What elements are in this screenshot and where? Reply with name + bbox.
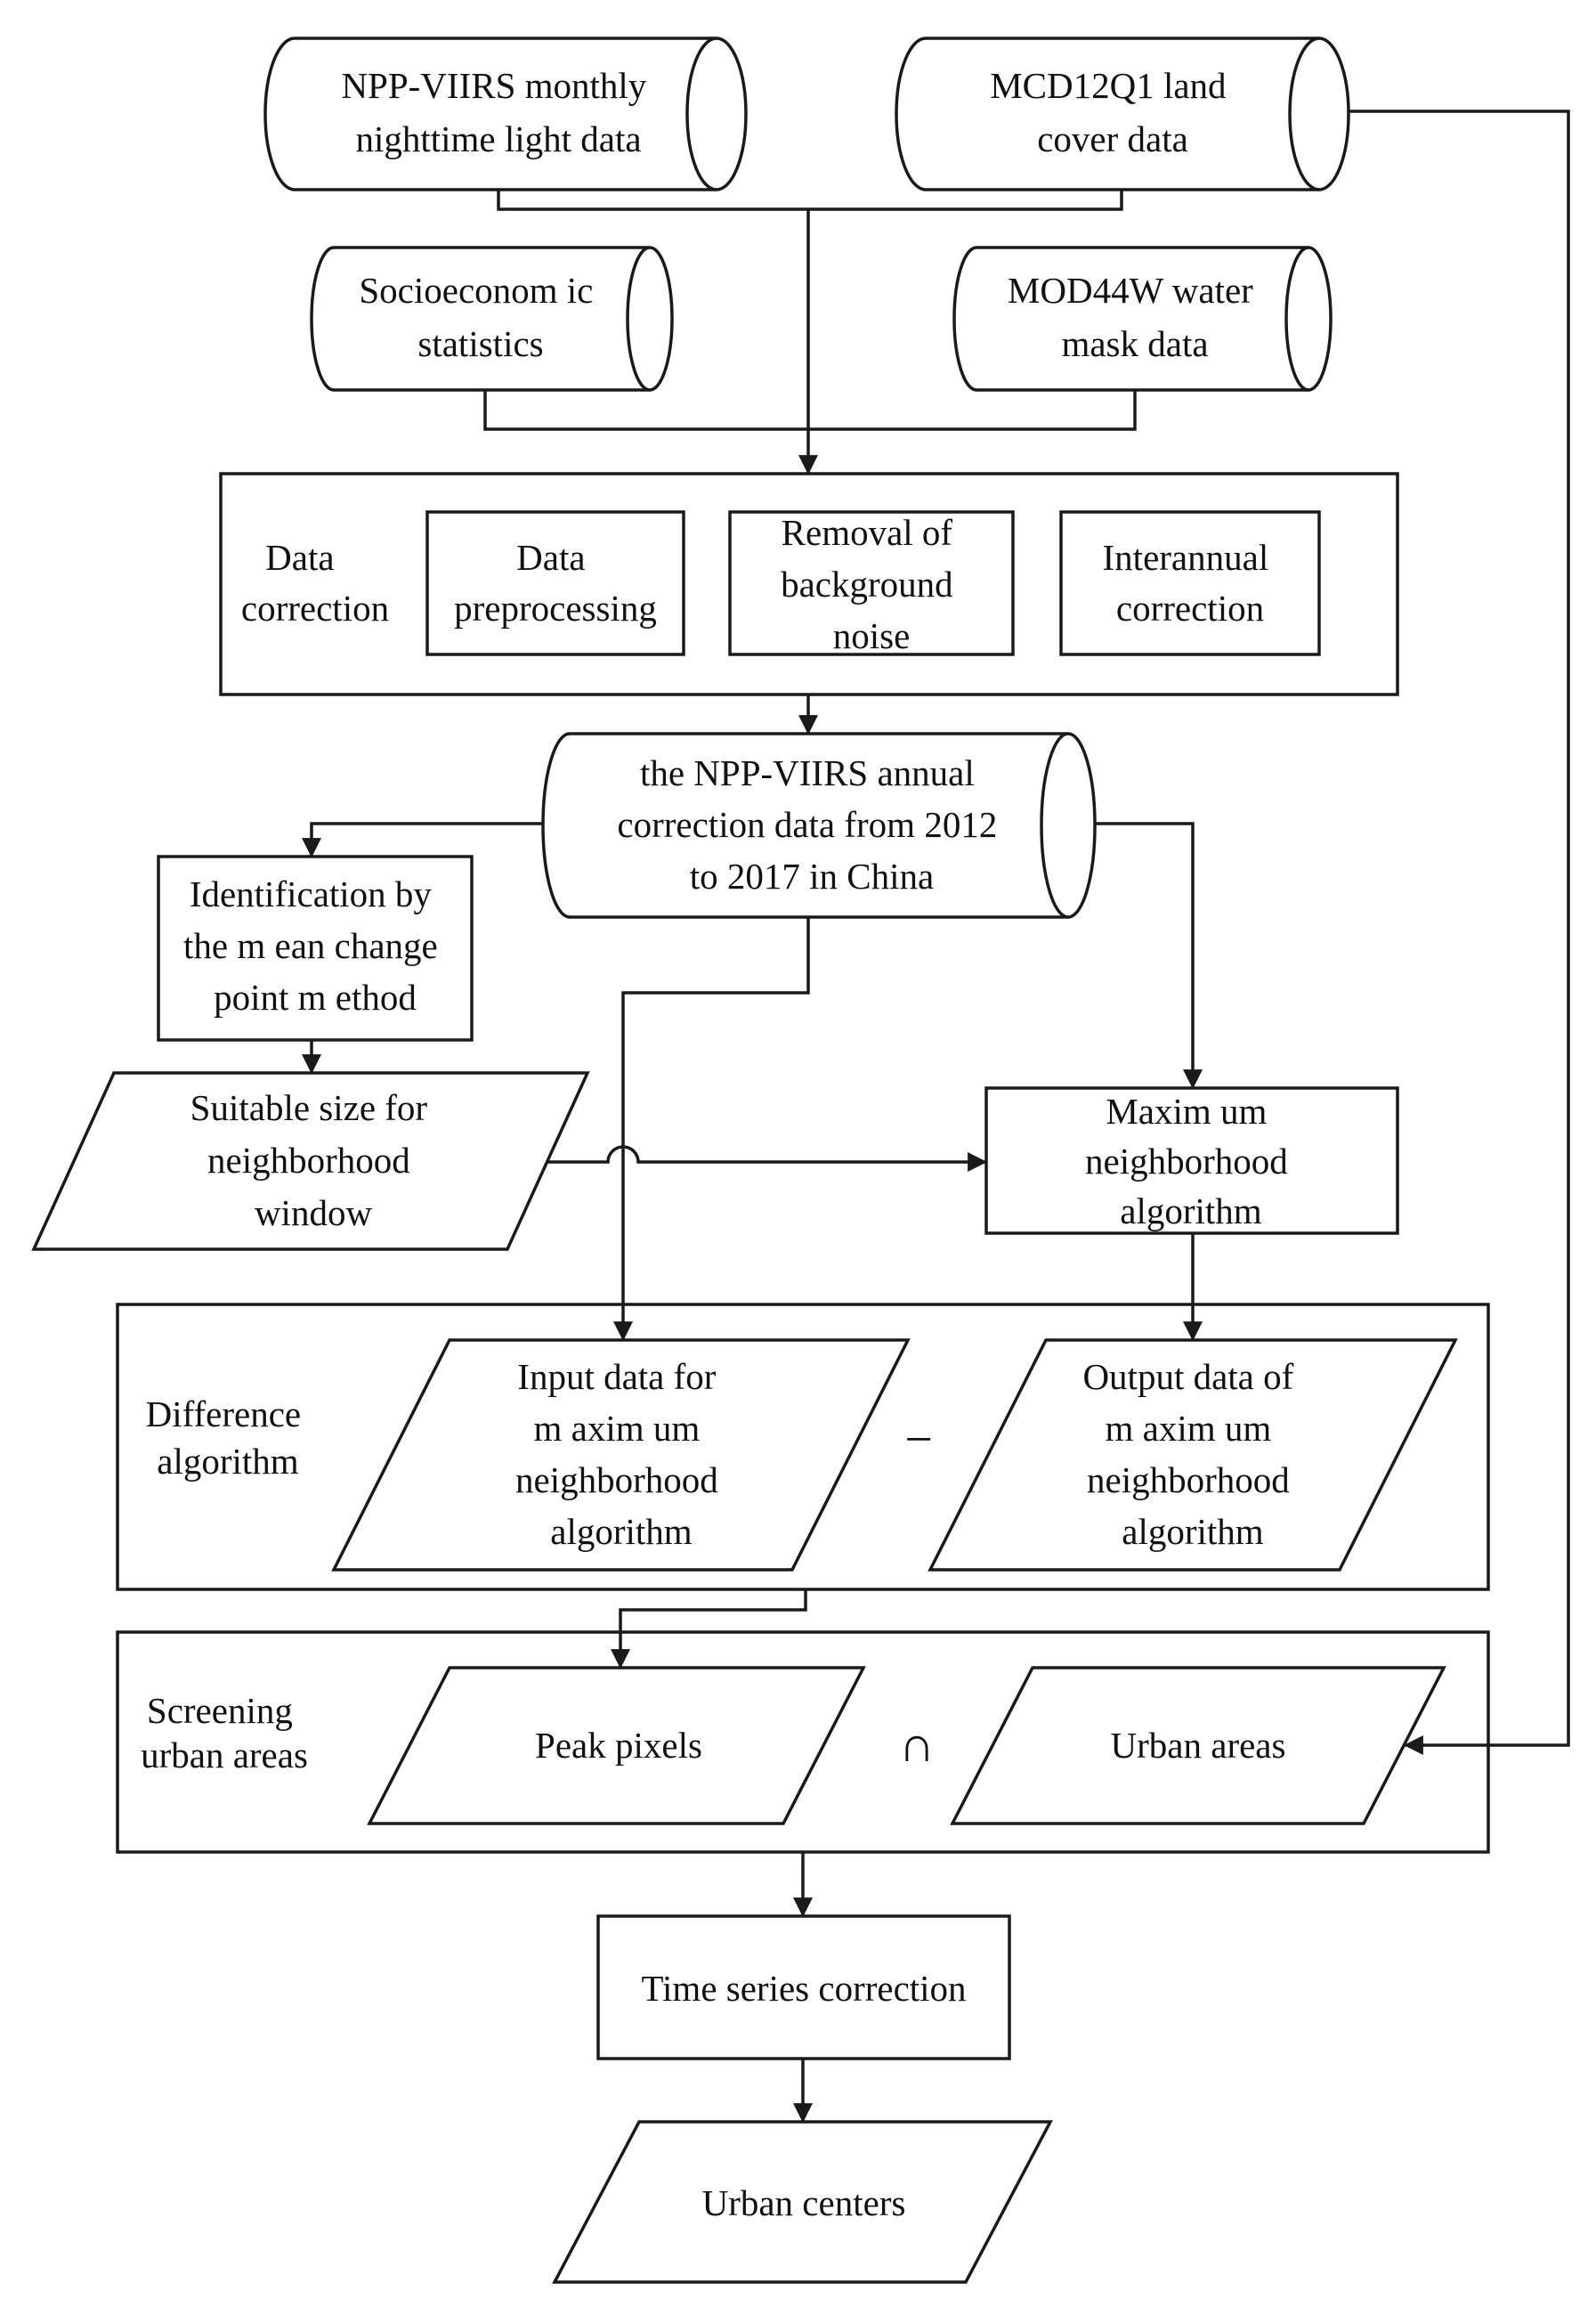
npp-viirs-monthly-label: NPP-VIIRS monthly nighttime light data — [341, 65, 655, 159]
output-data-parallelogram — [928, 1338, 1458, 1572]
identification-step: Identification by the m ean change point… — [157, 855, 474, 1042]
max-neighborhood-step: Maxim um neighborhood algorithm — [984, 1086, 1399, 1235]
data-preprocessing-box — [425, 510, 685, 656]
difference-algorithm-label: Difference algorithm — [146, 1393, 311, 1482]
annual-correction-data: the NPP-VIIRS annual correction data fro… — [541, 732, 1097, 919]
socioeconomic-label: Socioeconom ic statistics — [359, 270, 602, 364]
interannual-correction-label: Interannual correction — [1103, 537, 1278, 629]
urban-areas-parallelogram — [950, 1666, 1446, 1825]
time-series-label: Time series correction — [641, 1968, 966, 2009]
background-noise-label: Removal of background noise — [781, 512, 962, 656]
input-data-label: Input data for m axim um neighborhood al… — [515, 1356, 727, 1552]
difference-algorithm-group: Difference algorithm Input data for m ax… — [116, 1303, 1490, 1591]
time-series-box — [596, 1914, 1011, 2060]
socioeconomic-cylinder — [310, 246, 674, 392]
npp-viirs-monthly-source: NPP-VIIRS monthly nighttime light data — [263, 37, 748, 191]
urban-centers-step: Urban centers — [552, 2120, 1053, 2284]
urban-areas-label: Urban areas — [1111, 1725, 1286, 1766]
screening-label: Screening urban areas — [141, 1690, 308, 1775]
output-data-label: Output data of m axim um neighborhood al… — [1082, 1356, 1302, 1552]
time-series-step: Time series correction — [596, 1914, 1011, 2060]
max-neighborhood-label: Maxim um neighborhood algorithm — [1085, 1091, 1297, 1231]
identification-label: Identification by the m ean change point… — [183, 873, 447, 1018]
screening-group: Screening urban areas Peak pixels ∩ Urba… — [116, 1630, 1490, 1854]
arrow-annual-to-max-neighborhood — [1077, 822, 1203, 1090]
screening-frame — [116, 1630, 1490, 1854]
connector-top-sources — [497, 190, 1123, 211]
npp-viirs-monthly-cylinder — [263, 37, 748, 191]
input-data-parallelogram — [331, 1338, 911, 1572]
mod44w-label: MOD44W water mask data — [1008, 270, 1262, 364]
mcd12q1-source: MCD12Q1 land cover data — [895, 37, 1350, 191]
arrow-window-to-max-neighborhood — [543, 1145, 988, 1172]
mcd12q1-label: MCD12Q1 land cover data — [990, 65, 1235, 159]
data-preprocessing-label: Data preprocessing — [454, 537, 657, 629]
interannual-correction-box — [1059, 510, 1321, 656]
mcd12q1-cylinder — [895, 37, 1350, 191]
identification-box — [157, 855, 474, 1042]
data-correction-label: Data correction — [241, 537, 389, 629]
max-neighborhood-box — [984, 1086, 1399, 1235]
minus-operator: − — [904, 1412, 933, 1467]
arrow-to-identification — [302, 822, 543, 858]
urban-centers-parallelogram — [552, 2120, 1053, 2284]
window-size-label: Suitable size for neighborhood window — [190, 1087, 437, 1233]
mod44w-cylinder — [952, 246, 1333, 392]
connector-middle-sources — [483, 390, 1137, 431]
peak-pixels-label: Peak pixels — [535, 1725, 702, 1766]
background-noise-box — [728, 510, 1015, 656]
annual-correction-label: the NPP-VIIRS annual correction data fro… — [617, 752, 1006, 897]
arrow-to-peak-pixels — [611, 1589, 807, 1669]
window-size-step: Suitable size for neighborhood window — [31, 1071, 590, 1251]
arrow-to-input-data — [613, 917, 810, 1342]
intersection-operator: ∩ — [899, 1718, 935, 1773]
urban-centers-label: Urban centers — [702, 2182, 906, 2223]
arrow-landcover-to-urban-areas — [1326, 110, 1570, 1755]
data-correction-frame — [219, 472, 1399, 696]
difference-algorithm-frame — [116, 1303, 1490, 1591]
data-correction-group: Data correction Data preprocessing Remov… — [219, 472, 1399, 696]
peak-pixels-parallelogram — [367, 1666, 866, 1825]
mod44w-source: MOD44W water mask data — [952, 246, 1333, 392]
socioeconomic-source: Socioeconom ic statistics — [310, 246, 674, 392]
window-size-parallelogram — [31, 1071, 590, 1251]
